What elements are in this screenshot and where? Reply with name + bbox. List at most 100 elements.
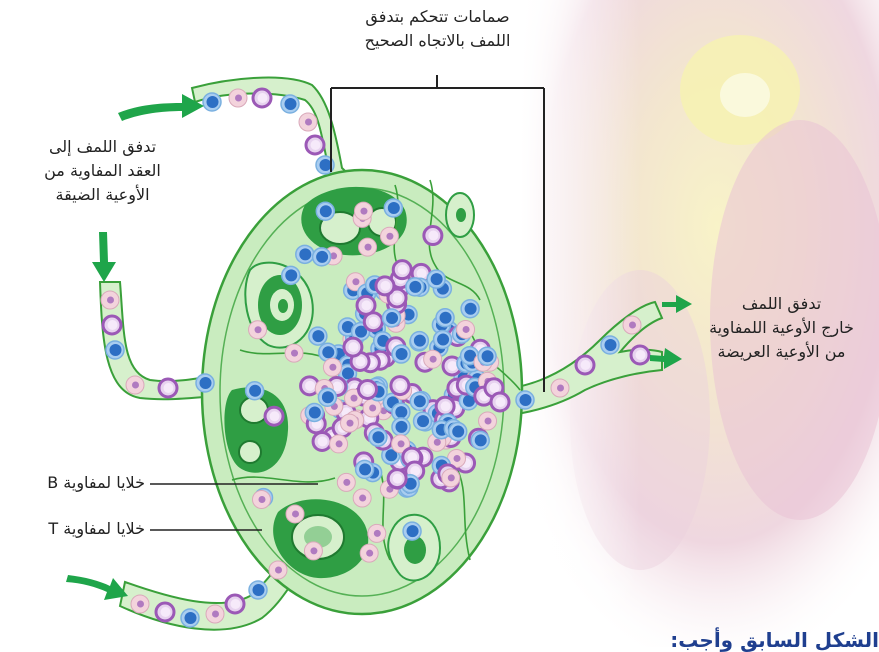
- lymph-cell: [442, 469, 460, 487]
- t-lymphocyte: [305, 403, 323, 421]
- t-lymphocyte: [392, 345, 410, 363]
- t-lymphocyte: [461, 300, 479, 318]
- t-lymphocyte: [392, 418, 410, 436]
- t-lymphocyte: [383, 309, 401, 327]
- t-lymphocyte: [384, 199, 402, 217]
- b-lymphocyte: [313, 432, 331, 450]
- lymph-cell: [337, 473, 355, 491]
- b-lymphocyte: [226, 595, 244, 613]
- b-lymphocyte: [393, 261, 411, 279]
- lymph-cell: [269, 561, 287, 579]
- b-lymphocyte: [159, 379, 177, 397]
- b-lymphocyte: [359, 380, 377, 398]
- lymph-cell: [353, 489, 371, 507]
- t-lymphocyte: [601, 336, 619, 354]
- t-lymphocyte: [516, 391, 534, 409]
- t-lymphocyte: [318, 388, 336, 406]
- lymph-cell: [126, 376, 144, 394]
- t-lymphocyte: [410, 392, 428, 410]
- inflow-label-line2: العقد المفاوية من: [0, 159, 205, 183]
- lymph-cell: [623, 316, 641, 334]
- t-lymphocyte: [406, 278, 424, 296]
- t-lymphocyte: [203, 93, 221, 111]
- t-lymphocyte: [309, 327, 327, 345]
- inflow-label-line3: الأوعية الضيقة: [0, 183, 205, 207]
- t-lymphocyte: [449, 423, 467, 441]
- t-lymphocyte: [427, 270, 445, 288]
- lymph-cell: [299, 113, 317, 131]
- b-lymphocyte: [424, 227, 442, 245]
- b-lymphocyte: [491, 393, 509, 411]
- b-lymphocyte: [253, 89, 271, 107]
- outflow-label-line3: من الأوعية العريضة: [684, 340, 879, 364]
- lymph-cell: [354, 202, 372, 220]
- lymph-cell: [380, 227, 398, 245]
- valves-label-line1: صمامات تتحكم بتدفق: [330, 5, 545, 29]
- b-lymphocyte: [265, 407, 283, 425]
- t-lymphocyte: [181, 609, 199, 627]
- b-lymphocyte: [391, 377, 409, 395]
- arrow-inflow-bottom: [66, 575, 128, 600]
- outflow-label: تدفق اللمف خارج الأوعية اللمفاوية من الأ…: [684, 292, 879, 364]
- outflow-label-line1: تدفق اللمف: [684, 292, 879, 316]
- b-lymphocyte: [306, 136, 324, 154]
- lymph-cell: [206, 605, 224, 623]
- lymph-cell: [101, 291, 119, 309]
- lymph-cell: [286, 505, 304, 523]
- t-lymphocyte: [436, 309, 454, 327]
- b-lymphocyte: [388, 470, 406, 488]
- t-lymphocyte: [478, 347, 496, 365]
- t-lymphocyte: [296, 245, 314, 263]
- inflow-label-line1: تدفق اللمف إلى: [0, 135, 205, 159]
- b-lymphocyte: [103, 316, 121, 334]
- t-lymphocyte: [249, 581, 267, 599]
- b-lymphocyte: [357, 296, 375, 314]
- outflow-label-line2: خارج الأوعية اللمفاوية: [684, 316, 879, 340]
- arrow-inflow-left: [92, 232, 116, 282]
- t-lymphocyte: [410, 332, 428, 350]
- t-lymphocyte: [106, 341, 124, 359]
- t-lymphocyte: [196, 374, 214, 392]
- lymph-cell: [479, 412, 497, 430]
- inflow-label: تدفق اللمف إلى العقد المفاوية من الأوعية…: [0, 135, 205, 207]
- t-cell-label: خلايا لمفاوية T: [0, 517, 145, 541]
- lymph-cell: [323, 358, 341, 376]
- t-lymphocyte: [313, 248, 331, 266]
- b-lymphocyte: [344, 338, 362, 356]
- t-lymphocyte: [356, 460, 374, 478]
- lymph-cell: [360, 544, 378, 562]
- t-lymphocyte: [414, 412, 432, 430]
- valves-label-line2: اللمف بالاتجاه الصحيح: [330, 29, 545, 53]
- b-lymphocyte: [156, 603, 174, 621]
- b-lymphocyte: [376, 277, 394, 295]
- lymph-cell: [551, 379, 569, 397]
- lymph-cell: [285, 344, 303, 362]
- t-lymphocyte: [403, 522, 421, 540]
- b-lymphocyte: [436, 397, 454, 415]
- lymph-cell: [330, 435, 348, 453]
- lymph-cell: [304, 542, 322, 560]
- t-lymphocyte: [246, 382, 264, 400]
- t-lymphocyte: [471, 431, 489, 449]
- lymph-cell: [368, 524, 386, 542]
- bottom-instruction-fragment: الشكل السابق وأجب:: [670, 628, 879, 652]
- t-lymphocyte: [281, 95, 299, 113]
- lymph-cell: [249, 321, 267, 339]
- lymph-cell: [229, 89, 247, 107]
- lymph-cell: [341, 414, 359, 432]
- lymph-cell: [457, 320, 475, 338]
- t-lymphocyte: [282, 266, 300, 284]
- b-cell-label: خلايا لمفاوية B: [0, 471, 145, 495]
- lymph-cell: [252, 490, 270, 508]
- lymph-cell: [359, 238, 377, 256]
- follicle-top-right: [446, 193, 474, 237]
- lymph-cell: [363, 399, 381, 417]
- t-lymphocyte: [316, 202, 334, 220]
- lymph-cell: [424, 350, 442, 368]
- arrow-inflow-top: [118, 94, 204, 121]
- valves-label: صمامات تتحكم بتدفق اللمف بالاتجاه الصحيح: [330, 5, 545, 53]
- b-lymphocyte: [576, 356, 594, 374]
- lymph-cell: [131, 595, 149, 613]
- t-lymphocyte: [369, 428, 387, 446]
- b-lymphocyte: [631, 346, 649, 364]
